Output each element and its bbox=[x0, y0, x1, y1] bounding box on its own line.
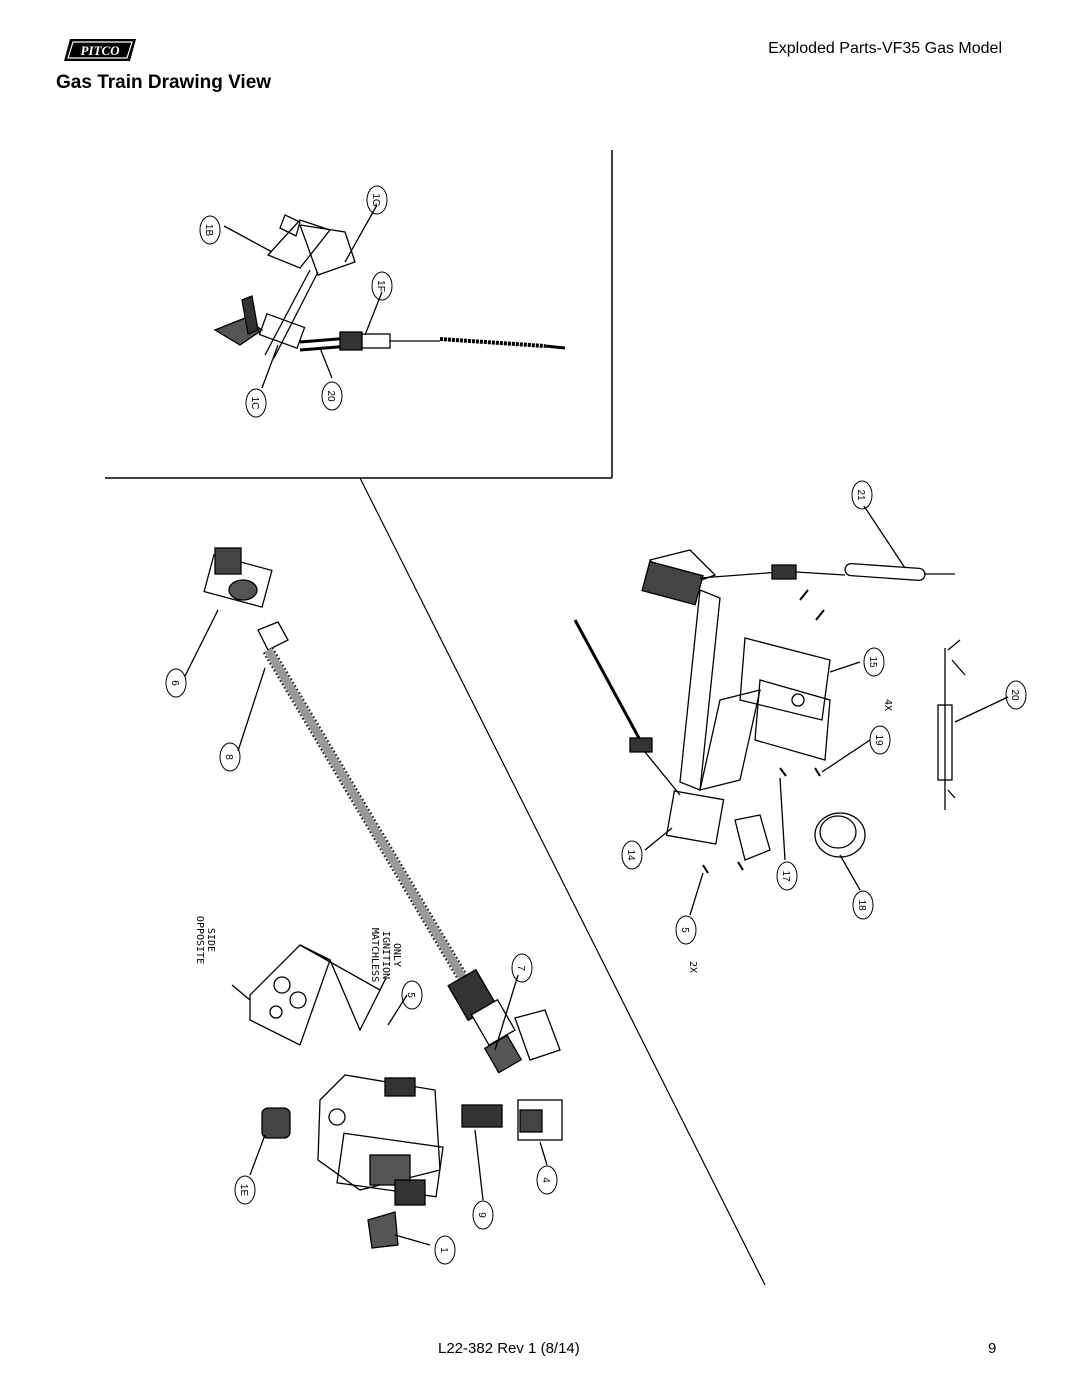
page-title: Gas Train Drawing View bbox=[56, 72, 272, 93]
callout-14: 14 bbox=[625, 849, 636, 861]
note-matchless-3: ONLY bbox=[391, 943, 402, 967]
callout-15: 15 bbox=[867, 656, 878, 668]
pitco-logo: PITCO bbox=[64, 39, 136, 61]
callout-20-top: 20 bbox=[325, 390, 336, 402]
document-title: Exploded Parts-VF35 Gas Model bbox=[768, 40, 1002, 57]
drawing-notes: 4X 2X OPPOSITE SIDE MATCHLESS IGNITION O… bbox=[194, 699, 893, 982]
callout-1F: 1F bbox=[375, 280, 386, 292]
callout-1G: 1G bbox=[370, 193, 381, 207]
callout-4: 4 bbox=[540, 1177, 551, 1183]
note-2x: 2X bbox=[687, 961, 698, 973]
callout-8: 8 bbox=[223, 754, 234, 760]
thermostat-bracket-assembly bbox=[573, 505, 1009, 916]
callout-1E: 1E bbox=[238, 1184, 249, 1197]
callout-1: 1 bbox=[438, 1247, 449, 1253]
page-number: 9 bbox=[988, 1340, 997, 1357]
callout-19: 19 bbox=[873, 734, 884, 746]
note-opposite-side-1: OPPOSITE bbox=[194, 916, 205, 964]
callout-7: 7 bbox=[515, 965, 526, 971]
logo-text: PITCO bbox=[81, 43, 121, 58]
callout-labels: 1B 1G 1F 1C 20 21 15 20 19 14 17 18 5 6 … bbox=[169, 193, 1020, 1253]
callout-1B: 1B bbox=[203, 224, 214, 237]
document-code: L22-382 Rev 1 (8/14) bbox=[438, 1340, 580, 1357]
callout-circles bbox=[165, 185, 1027, 1265]
callout-9: 9 bbox=[476, 1212, 487, 1218]
callout-5-left: 5 bbox=[405, 992, 416, 998]
callout-5-right: 5 bbox=[679, 927, 690, 933]
note-matchless-1: MATCHLESS bbox=[369, 928, 380, 982]
note-matchless-2: IGNITION bbox=[380, 931, 391, 979]
note-opposite-side-2: SIDE bbox=[205, 928, 216, 952]
callout-18: 18 bbox=[856, 899, 867, 911]
callout-20-right: 20 bbox=[1009, 689, 1020, 701]
callout-1C: 1C bbox=[249, 397, 260, 410]
note-4x: 4X bbox=[882, 699, 893, 711]
callout-17: 17 bbox=[780, 870, 791, 882]
callout-21: 21 bbox=[855, 489, 866, 501]
pilot-assembly bbox=[213, 204, 566, 389]
gas-valve-hose-assembly bbox=[184, 547, 563, 1249]
callout-6: 6 bbox=[169, 680, 180, 686]
